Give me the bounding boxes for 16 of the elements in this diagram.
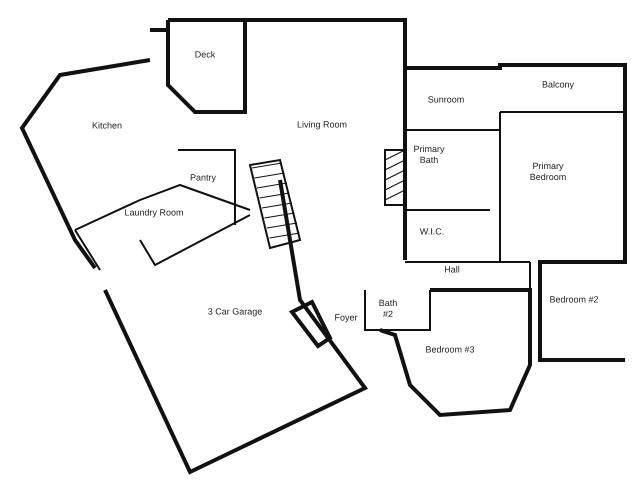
room-label: W.I.C. (420, 226, 444, 238)
room-label: Pantry (190, 172, 216, 184)
room-label: Laundry Room (124, 208, 184, 218)
room-label: Bedroom #2 (549, 294, 599, 306)
room-label: Sunroom (428, 94, 464, 106)
room-label: Balcony (542, 80, 574, 90)
room-label: Bath #2 (378, 298, 398, 320)
room-label: Primary Bath (412, 144, 446, 166)
room-label: Bedroom #3 (425, 344, 475, 356)
room-label: 3 Car Garage (208, 306, 262, 318)
room-label: Living Room (296, 120, 348, 130)
room-label: Deck (194, 50, 216, 60)
room-label: Foyer (334, 312, 358, 324)
room-label: Kitchen (92, 120, 122, 132)
room-label: Hall (444, 264, 460, 276)
room-label: Primary Bedroom (528, 161, 568, 183)
